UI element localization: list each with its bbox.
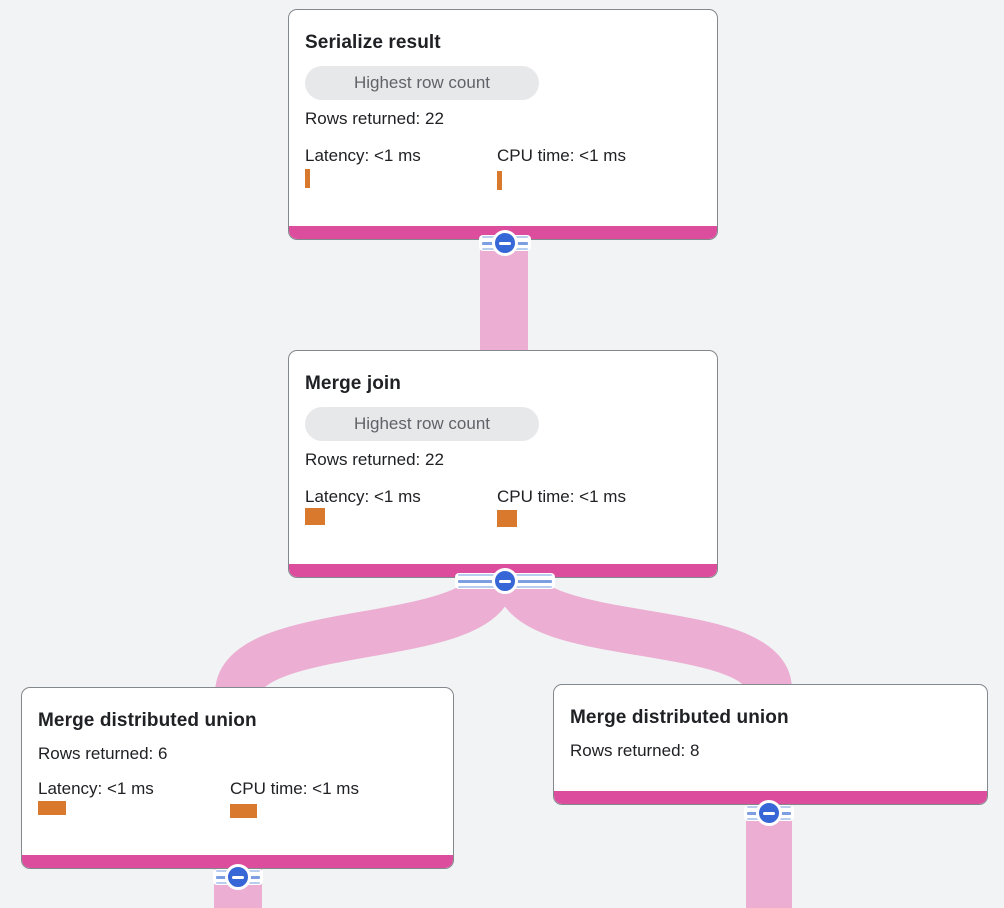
collapse-node-button[interactable] — [756, 800, 782, 826]
edge-mergejoin-to-right-union — [495, 572, 792, 694]
latency-bar — [305, 169, 310, 188]
node-title: Merge join — [305, 373, 402, 394]
edge-mergejoin-to-left-union — [215, 572, 515, 698]
latency-label: Latency: <1 ms — [305, 487, 421, 506]
cpu-time-bar — [497, 510, 517, 527]
plan-node-merge-distributed-union-right[interactable]: Merge distributed union Rows returned: 8 — [553, 684, 988, 805]
collapse-handle-union-left — [213, 864, 263, 890]
cpu-time-label: CPU time: <1 ms — [497, 146, 626, 165]
collapse-handle-merge-join — [455, 568, 555, 594]
plan-node-serialize-result[interactable]: Serialize result Highest row count Rows … — [288, 9, 718, 240]
latency-bar — [305, 508, 325, 525]
minus-icon — [763, 811, 775, 815]
cpu-time-bar — [497, 171, 502, 190]
rows-returned-label: Rows returned: 22 — [305, 450, 444, 469]
cpu-time-label: CPU time: <1 ms — [497, 487, 626, 506]
node-title: Merge distributed union — [570, 707, 789, 728]
rows-returned-label: Rows returned: 22 — [305, 109, 444, 128]
latency-label: Latency: <1 ms — [38, 779, 154, 798]
node-title: Merge distributed union — [38, 710, 257, 731]
collapse-node-button[interactable] — [492, 568, 518, 594]
minus-icon — [499, 579, 511, 583]
rows-returned-label: Rows returned: 8 — [570, 741, 700, 760]
collapse-handle-serialize-result — [479, 230, 531, 256]
highest-row-count-badge: Highest row count — [305, 407, 539, 441]
minus-icon — [232, 875, 244, 879]
node-footer-bar — [22, 855, 453, 868]
collapse-node-button[interactable] — [225, 864, 251, 890]
cpu-time-bar — [230, 804, 257, 818]
collapse-node-button[interactable] — [492, 230, 518, 256]
node-footer-bar — [554, 791, 987, 804]
latency-bar — [38, 801, 66, 815]
cpu-time-label: CPU time: <1 ms — [230, 779, 359, 798]
minus-icon — [499, 241, 511, 245]
plan-node-merge-distributed-union-left[interactable]: Merge distributed union Rows returned: 6… — [21, 687, 454, 869]
collapse-handle-union-right — [744, 800, 794, 826]
plan-node-merge-join[interactable]: Merge join Highest row count Rows return… — [288, 350, 718, 578]
highest-row-count-badge: Highest row count — [305, 66, 539, 100]
node-title: Serialize result — [305, 32, 441, 53]
rows-returned-label: Rows returned: 6 — [38, 744, 168, 763]
latency-label: Latency: <1 ms — [305, 146, 421, 165]
